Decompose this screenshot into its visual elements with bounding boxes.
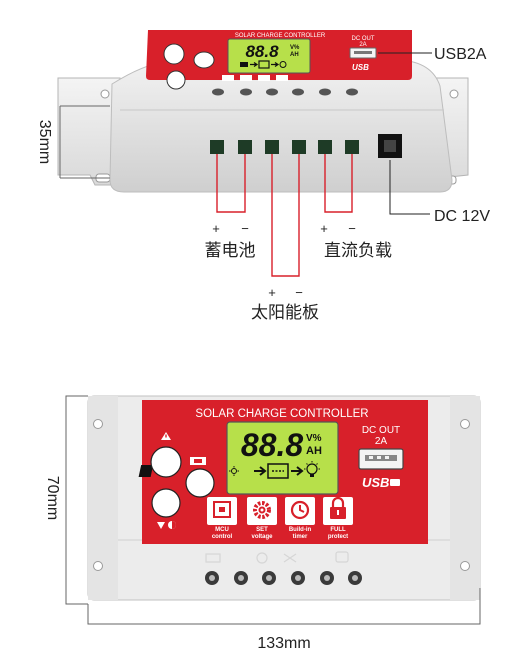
solar-panel-icon [138,465,154,477]
svg-text:FULL: FULL [330,527,346,533]
sun-icon [229,466,239,476]
svg-text:control: control [212,534,233,540]
usb-plug-icon [390,479,400,486]
svg-text:timer: timer [293,534,308,540]
front-width-label: 133mm [257,635,310,652]
top-lcd-flow-icons [240,60,287,69]
lock-icon [330,496,346,519]
arrow-icon [291,466,304,476]
solar-label: 太阳能板 [251,303,319,323]
down-button[interactable] [151,488,181,518]
front-mount-hole-tl [93,419,103,429]
front-view: SOLAR CHARGE CONTROLLER 88.8 V% AH [44,395,481,652]
solar-minus: − [295,285,303,300]
top-dc-out-amp: 2A [359,42,366,48]
front-width-dimension [87,588,481,625]
down-brightness-icon [157,521,176,529]
front-panel-title: SOLAR CHARGE CONTROLLER [195,408,368,420]
svg-text:SET: SET [256,527,268,533]
front-mount-hole-tr [460,419,470,429]
bulb-icon [304,461,320,477]
right-flange-hole [449,89,459,99]
top-lcd [227,38,311,74]
top-usb-logo: USB [352,63,369,72]
top-height-dimension [59,105,110,179]
top-button-3[interactable] [166,70,186,90]
front-dc-out: DC OUT [362,425,400,436]
top-view: SOLAR CHARGE CONTROLLER 88.8 V% AH DC OU… [36,30,490,323]
menu-button[interactable] [150,446,182,478]
left-flange [57,77,121,186]
svg-text:Build-in: Build-in [289,527,312,533]
side-terminals [210,140,359,154]
top-panel-title: SOLAR CHARGE CONTROLLER [235,33,326,39]
front-terminal-screws [205,571,362,585]
front-height-dimension [65,395,88,605]
svg-text:voltage: voltage [251,534,273,540]
front-lcd-digits: 88.8 [241,427,303,463]
feature-badge-timer: Build-in timer [285,497,315,540]
chip-icon [213,501,231,518]
battery-minus: − [241,221,249,236]
battery-label: 蓄电池 [205,241,256,261]
top-screw-holes [212,88,358,96]
embossed-marks [205,551,349,564]
top-lcd-unit-top: V% [290,45,300,51]
top-lcd-unit-bottom: AH [290,52,299,58]
set-button[interactable] [185,468,215,498]
battery-plus: + [212,221,220,236]
svg-text:MCU: MCU [215,527,229,533]
top-button-1[interactable] [163,43,185,65]
feature-badges: MCU control SET voltage Build-i [207,496,353,540]
front-lcd-flow-icons [138,461,320,479]
arrow-icon [254,466,267,476]
usb-callout-label: USB2A [434,46,487,63]
left-flange-hole [100,89,110,99]
front-lcd-unit-bottom: AH [306,445,322,457]
feature-badge-protect: FULL protect [323,496,353,540]
front-height-label: 70mm [44,476,61,520]
clock-icon [290,500,310,520]
dc-load-label: 直流负载 [324,241,392,261]
dc-callout-label: DC 12V [434,208,490,225]
dc-load-minus: − [348,221,356,236]
battery-icon [267,463,289,479]
solar-plus: + [268,285,276,300]
front-usb-logo: USB [362,475,389,490]
top-button-2[interactable] [193,51,215,69]
front-dc-out-amp: 2A [375,436,388,447]
top-lcd-digits: 88.8 [245,42,279,61]
wires [216,154,353,277]
svg-text:protect: protect [328,534,348,540]
top-height-label: 35mm [36,120,53,164]
top-dc-out: DC OUT [352,36,375,42]
feature-badge-set: SET voltage [247,497,277,540]
dc-load-plus: + [320,221,328,236]
front-mount-hole-br [460,561,470,571]
gear-icon [253,501,271,519]
front-mount-hole-bl [93,561,103,571]
feature-badge-mcu: MCU control [207,497,237,540]
front-lcd-unit-top: V% [306,433,322,444]
